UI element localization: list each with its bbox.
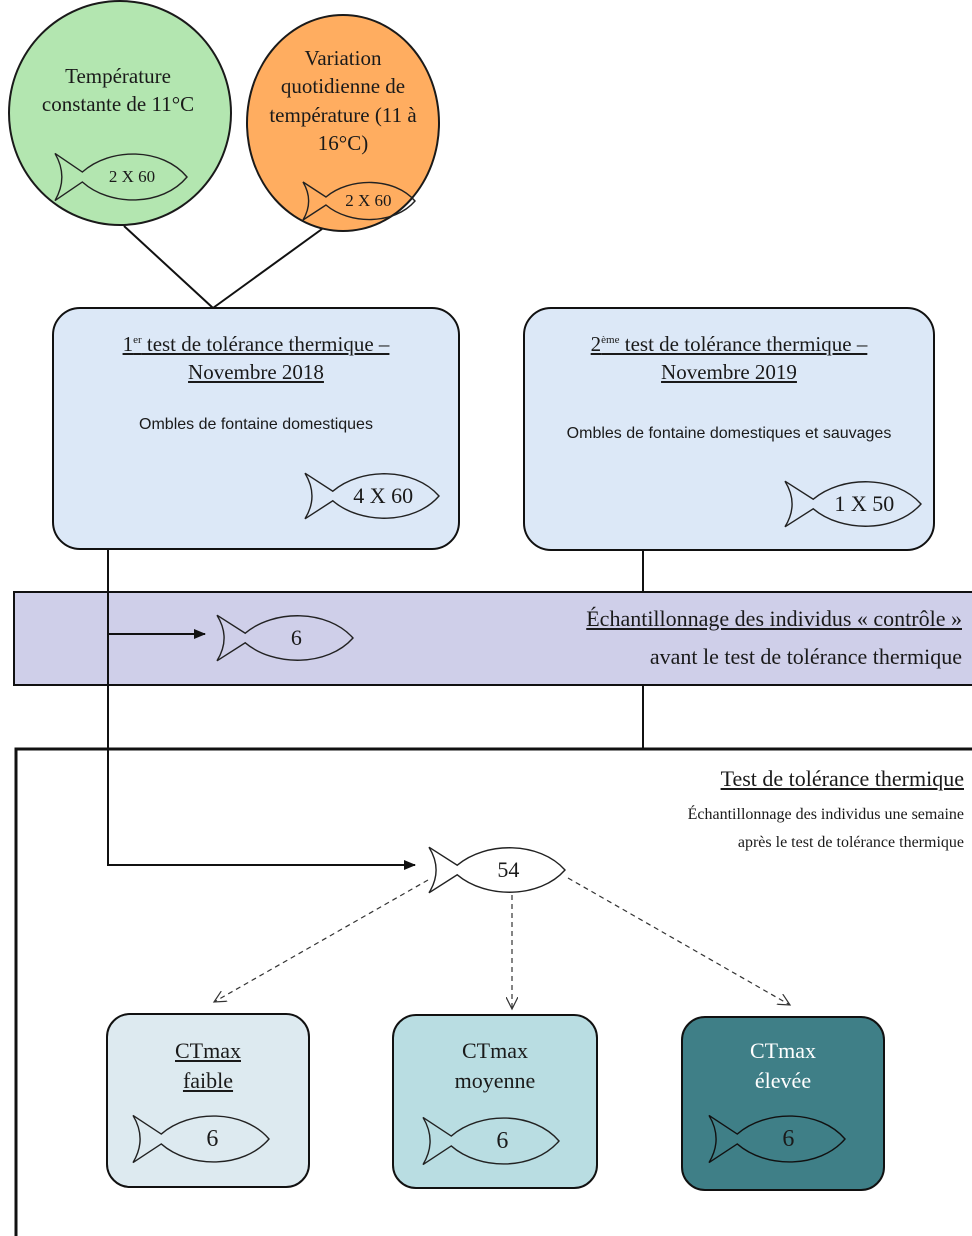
test2-box <box>523 307 935 551</box>
circle-variable-label: Variation quotidienne de température (11… <box>269 46 417 156</box>
fish-icon-variable: 2 X 60 <box>300 176 418 226</box>
test2-title: 2ème test de tolérance thermique – Novem… <box>590 332 868 385</box>
fish-count-faible: 6 <box>206 1126 219 1152</box>
test-section-frame <box>14 747 972 1236</box>
fish-icon-elevee: 6 <box>706 1108 848 1170</box>
circle-constant-label: Température constante de 11°C <box>41 64 195 117</box>
control-band-title: Échantillonnage des individus « contrôle… <box>586 606 962 631</box>
connector-variable-to-test1 <box>212 228 323 309</box>
fish-count-constant: 2 X 60 <box>108 167 156 186</box>
fish-icon-test2: 1 X 50 <box>782 474 924 534</box>
ctmax-faible-box <box>106 1013 310 1188</box>
dashed-arrow-faible <box>214 879 429 1002</box>
test2-subtitle: Ombles de fontaine domestiques et sauvag… <box>566 425 892 442</box>
circle-constant-temperature <box>8 0 232 226</box>
test-section-subtitle-2: après le test de tolérance thermique <box>737 834 964 851</box>
control-band-subtitle: avant le test de tolérance thermique <box>649 644 962 669</box>
fish-count-sample54: 54 <box>497 857 520 882</box>
test1-subtitle: Ombles de fontaine domestiques <box>139 416 373 433</box>
fish-icon-faible: 6 <box>130 1108 272 1170</box>
test1-box <box>52 307 460 550</box>
fish-count-elevee: 6 <box>782 1126 795 1152</box>
fish-count-variable: 2 X 60 <box>345 191 392 210</box>
test-section-title: Test de tolérance thermique <box>720 766 964 791</box>
fish-icon-test1: 4 X 60 <box>302 466 442 526</box>
circle-variable-temperature <box>246 14 440 232</box>
fish-icon-constant: 2 X 60 <box>52 146 190 208</box>
fish-count-test2: 1 X 50 <box>834 491 895 516</box>
test-section-subtitle-1: Échantillonnage des individus une semain… <box>687 806 964 823</box>
fish-count-control: 6 <box>290 625 302 650</box>
fish-icon-sample54: 54 <box>426 840 568 900</box>
fish-icon-control: 6 <box>214 608 356 668</box>
flow-test1-to-sample54 <box>107 548 416 870</box>
control-band-bg <box>13 591 972 686</box>
dashed-arrow-elevee <box>567 877 790 1005</box>
fish-count-moyenne: 6 <box>496 1128 509 1154</box>
connector-constant-to-test1 <box>123 225 214 309</box>
test1-title: 1er test de tolérance thermique – Novemb… <box>122 332 390 385</box>
fish-icon-moyenne: 6 <box>420 1110 562 1172</box>
fish-count-test1: 4 X 60 <box>353 483 414 508</box>
